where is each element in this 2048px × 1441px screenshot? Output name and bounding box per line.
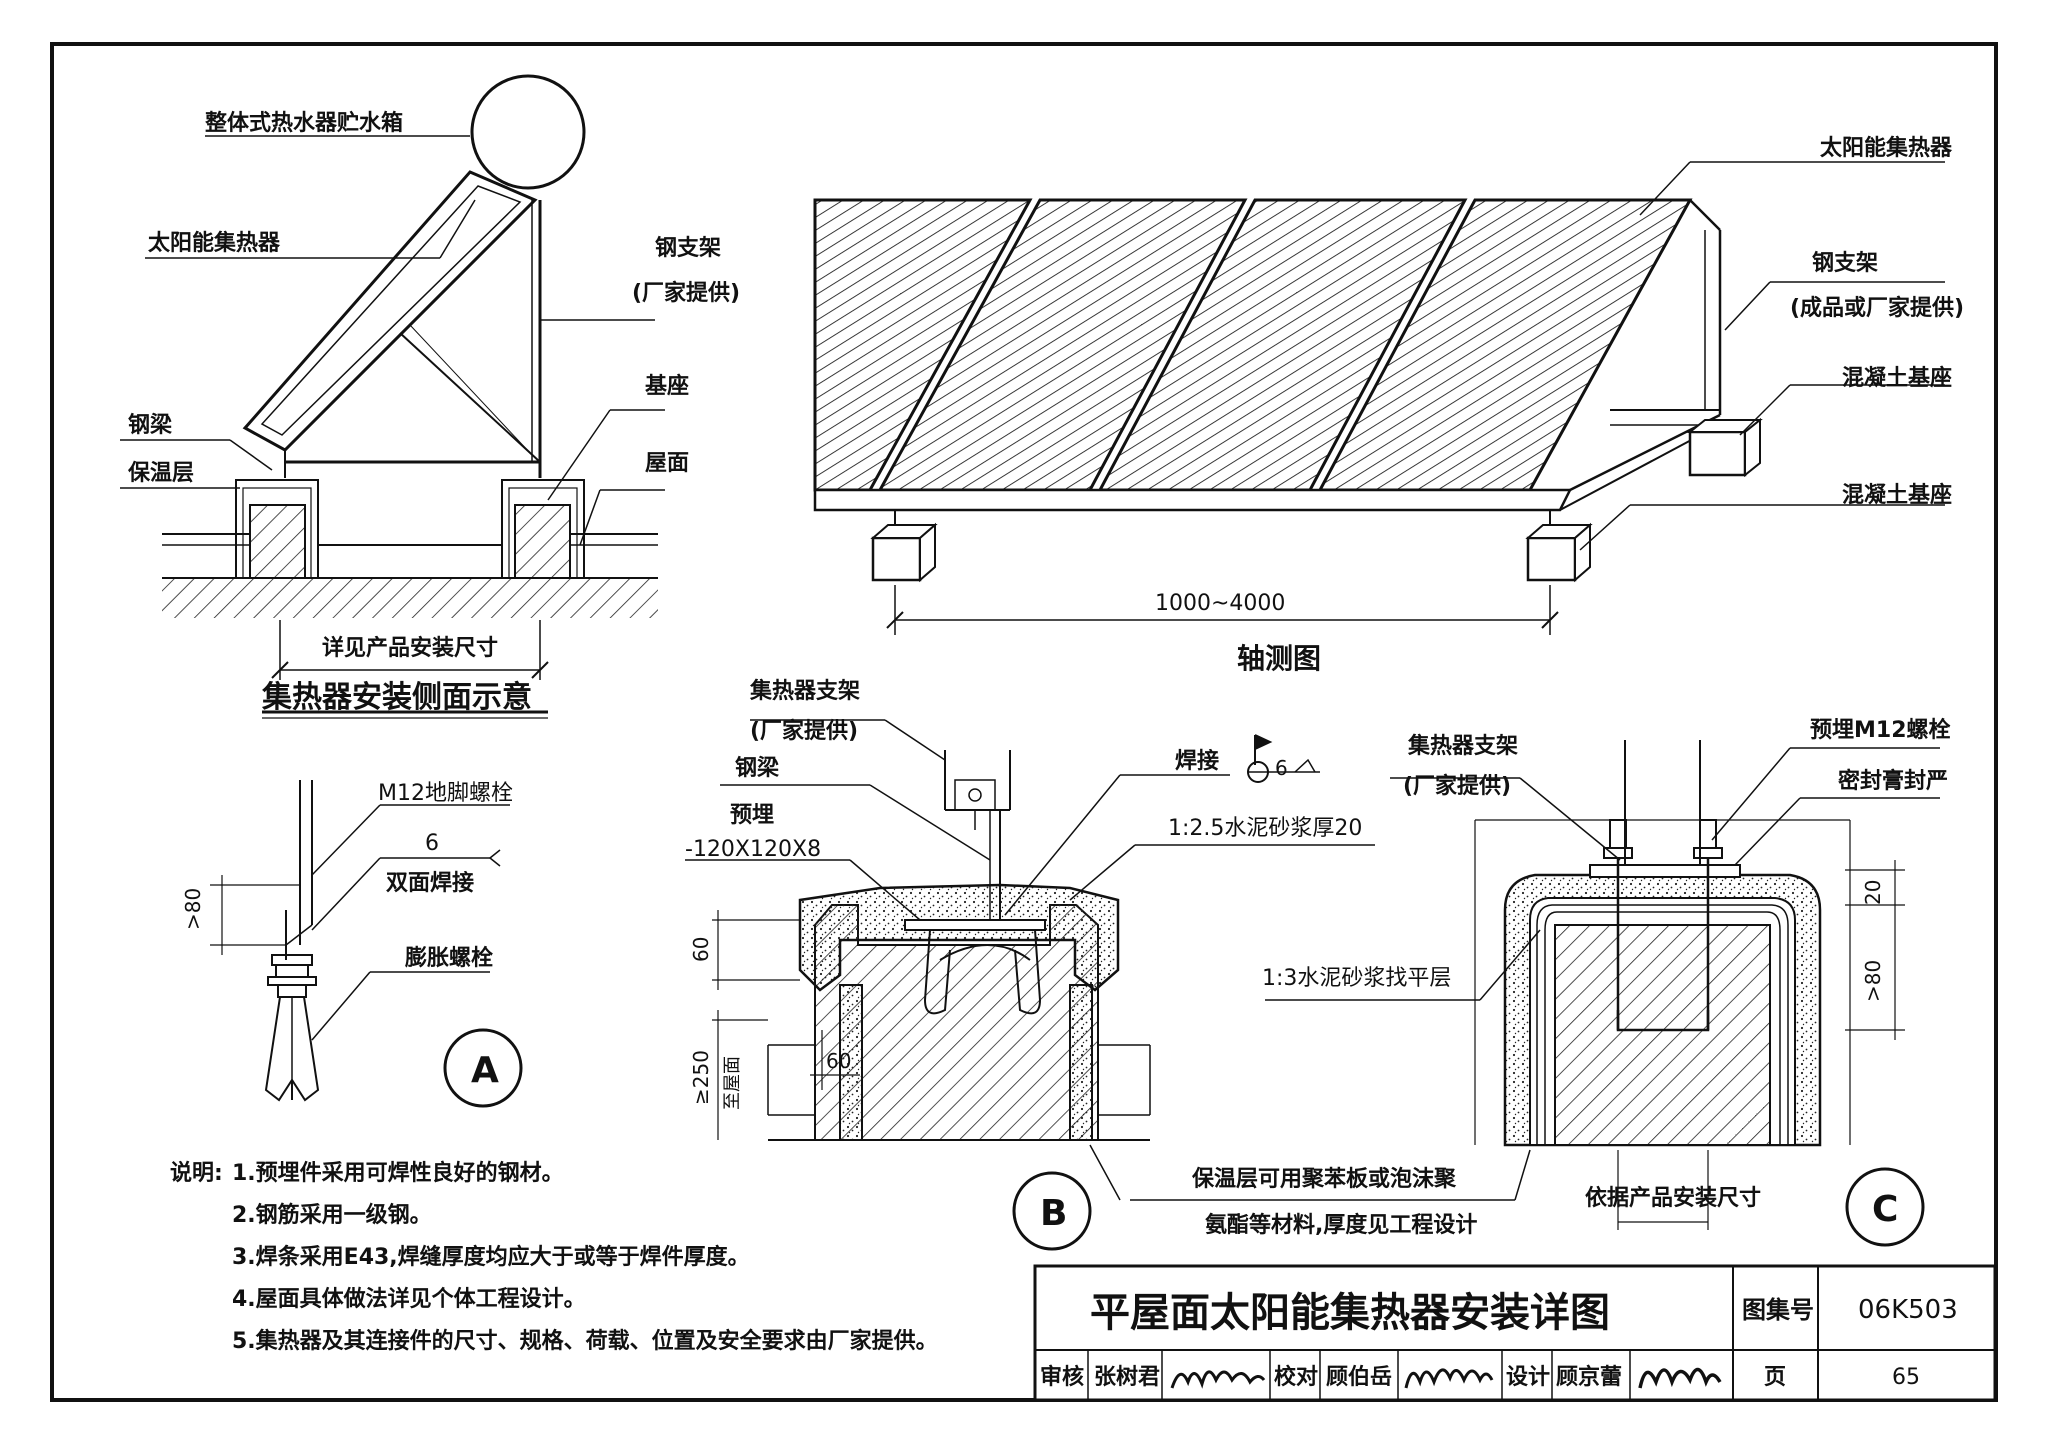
base-right xyxy=(514,504,571,579)
side-view: 整体式热水器贮水箱 太阳能集热器 钢支架 (厂家提供) 基座 钢梁 保温层 屋面… xyxy=(120,74,740,719)
detail-c-marker-letter: C xyxy=(1872,1189,1898,1230)
checker-signature xyxy=(1404,1368,1494,1389)
detail-b-marker-letter: B xyxy=(1040,1193,1067,1234)
note-item-2: 2.钢筋采用一级钢。 xyxy=(232,1202,432,1228)
atlas-no: 06K503 xyxy=(1858,1295,1958,1325)
detail-c-frame-label: 集热器支架 xyxy=(1407,733,1518,759)
tank-label: 整体式热水器贮水箱 xyxy=(205,110,403,136)
frame-label: 钢支架 xyxy=(655,235,721,261)
double-weld-label: 双面焊接 xyxy=(386,871,474,896)
axo-base-label-lower: 混凝土基座 xyxy=(1842,482,1952,508)
detail-c-dimension-label: 依据产品安装尺寸 xyxy=(1585,1185,1761,1211)
detail-a-dim-80: >80 xyxy=(181,888,205,930)
detail-c-dim-80: >80 xyxy=(1861,960,1885,1002)
detail-c-dim-20: 20 xyxy=(1861,880,1885,905)
drawing-title: 平屋面太阳能集热器安装详图 xyxy=(1090,1290,1610,1336)
detail-c: C 集热器支架 (厂家提供) 预埋M12螺栓 密封膏封严 1:3水泥砂浆找平层 … xyxy=(1089,718,1951,1247)
roof-slab xyxy=(162,578,658,618)
base-left xyxy=(249,504,306,579)
atlas-no-label: 图集号 xyxy=(1742,1296,1814,1324)
insulation-note-line1: 保温层可用聚苯板或泡沫聚 xyxy=(1191,1166,1457,1192)
base-plate-c xyxy=(1589,864,1741,878)
detail-b-dim-250-note: 至屋面 xyxy=(722,1056,743,1110)
expansion-bolt xyxy=(264,996,320,1102)
note-item-5: 5.集热器及其连接件的尺寸、规格、荷载、位置及安全要求由厂家提供。 xyxy=(232,1328,938,1354)
weld-size-a: 6 xyxy=(425,831,439,856)
detail-b: B 集热器支架 (厂家提供) 钢梁 预埋 -120X120X8 焊接 6 1:2… xyxy=(685,678,1375,1251)
reviewer-name: 张树君 xyxy=(1094,1364,1160,1390)
detail-b-marker xyxy=(1012,1171,1092,1251)
side-view-caption: 集热器安装侧面示意 xyxy=(261,680,532,715)
axo-frame-label: 钢支架 xyxy=(1812,250,1878,276)
insulation-label: 保温层 xyxy=(127,461,194,486)
detail-a: A M12地脚螺栓 6 双面焊接 >80 膨胀螺栓 xyxy=(181,780,523,1108)
side-dimension-label: 详见产品安装尺寸 xyxy=(322,635,498,661)
detail-b-embed-label: 预埋 xyxy=(730,803,774,828)
frame-note: (厂家提供) xyxy=(632,280,740,306)
support-column-c xyxy=(1554,924,1771,1146)
detail-b-dim-60-vertical: 60 xyxy=(689,937,713,962)
notes: 说明: 1.预埋件采用可焊性良好的钢材。 2.钢筋采用一级钢。 3.焊条采用E4… xyxy=(170,1160,938,1354)
detail-b-beam-label: 钢梁 xyxy=(735,755,779,781)
detail-b-embed-size: -120X120X8 xyxy=(685,837,821,862)
axo-base-label-upper: 混凝土基座 xyxy=(1842,365,1952,391)
collector-label: 太阳能集热器 xyxy=(148,230,281,256)
title-block: 平屋面太阳能集热器安装详图 图集号 06K503 审核 张树君 校对 顾伯岳 设… xyxy=(1033,1264,1997,1402)
checker-name: 顾伯岳 xyxy=(1326,1364,1392,1390)
axonometric-view: 太阳能集热器 钢支架 (成品或厂家提供) 混凝土基座 混凝土基座 1000~40… xyxy=(813,135,1964,675)
detail-a-marker xyxy=(443,1028,523,1108)
concrete-base-back xyxy=(1687,417,1763,478)
roof-label: 屋面 xyxy=(645,451,689,476)
mortar-cap-b xyxy=(798,883,1120,992)
axo-collector-label: 太阳能集热器 xyxy=(1820,135,1953,161)
detail-b-dim-250: ≥250 xyxy=(689,1050,713,1105)
note-item-1: 1.预埋件采用可焊性良好的钢材。 xyxy=(232,1160,564,1186)
detail-c-sealant-label: 密封膏封严 xyxy=(1838,768,1948,794)
notes-heading: 说明: xyxy=(170,1160,223,1186)
detail-c-bolt-label: 预埋M12螺栓 xyxy=(1810,718,1951,743)
drawing-border xyxy=(50,42,1998,1402)
detail-c-leveling-label: 1:3水泥砂浆找平层 xyxy=(1262,966,1451,991)
detail-c-marker xyxy=(1845,1167,1925,1247)
collector-panel xyxy=(242,170,538,452)
detail-b-frame-label: 集热器支架 xyxy=(749,678,860,704)
page-label: 页 xyxy=(1764,1365,1786,1390)
concrete-base-front-right xyxy=(1525,522,1593,583)
axo-frame-note: (成品或厂家提供) xyxy=(1790,295,1964,321)
insulation-note-line2: 氨酯等材料,厚度见工程设计 xyxy=(1205,1212,1477,1238)
concrete-base-front-left xyxy=(870,522,938,583)
detail-b-dim-60-horizontal: 60 xyxy=(826,1049,851,1073)
detail-c-frame-note: (厂家提供) xyxy=(1403,773,1511,799)
axo-caption: 轴测图 xyxy=(1237,642,1321,675)
note-item-4: 4.屋面具体做法详见个体工程设计。 xyxy=(232,1286,586,1312)
detail-b-mortar-label: 1:2.5水泥砂浆厚20 xyxy=(1168,816,1362,841)
designer-signature xyxy=(1638,1367,1722,1389)
design-label: 设计 xyxy=(1506,1365,1550,1390)
note-item-3: 3.焊条采用E43,焊缝厚度均应大于或等于焊件厚度。 xyxy=(232,1244,750,1270)
review-label: 审核 xyxy=(1040,1364,1084,1390)
steel-beam-label: 钢梁 xyxy=(128,412,172,438)
m12-anchor-bolt-label: M12地脚螺栓 xyxy=(378,781,513,806)
detail-b-weld-label: 焊接 xyxy=(1175,749,1219,774)
water-tank xyxy=(470,74,586,190)
axo-dimension: 1000~4000 xyxy=(1155,591,1285,616)
designer-name: 顾京蕾 xyxy=(1556,1364,1622,1390)
embed-plate-b xyxy=(904,919,1046,931)
page-no: 65 xyxy=(1892,1365,1920,1390)
detail-b-frame-note: (厂家提供) xyxy=(750,718,858,744)
detail-b-weld-size: 6 xyxy=(1275,756,1288,780)
check-label: 校对 xyxy=(1274,1364,1318,1390)
expansion-bolt-label: 膨胀螺栓 xyxy=(404,946,493,971)
base-label: 基座 xyxy=(645,373,689,399)
reviewer-signature xyxy=(1170,1370,1266,1389)
detail-a-marker-letter: A xyxy=(471,1050,499,1091)
